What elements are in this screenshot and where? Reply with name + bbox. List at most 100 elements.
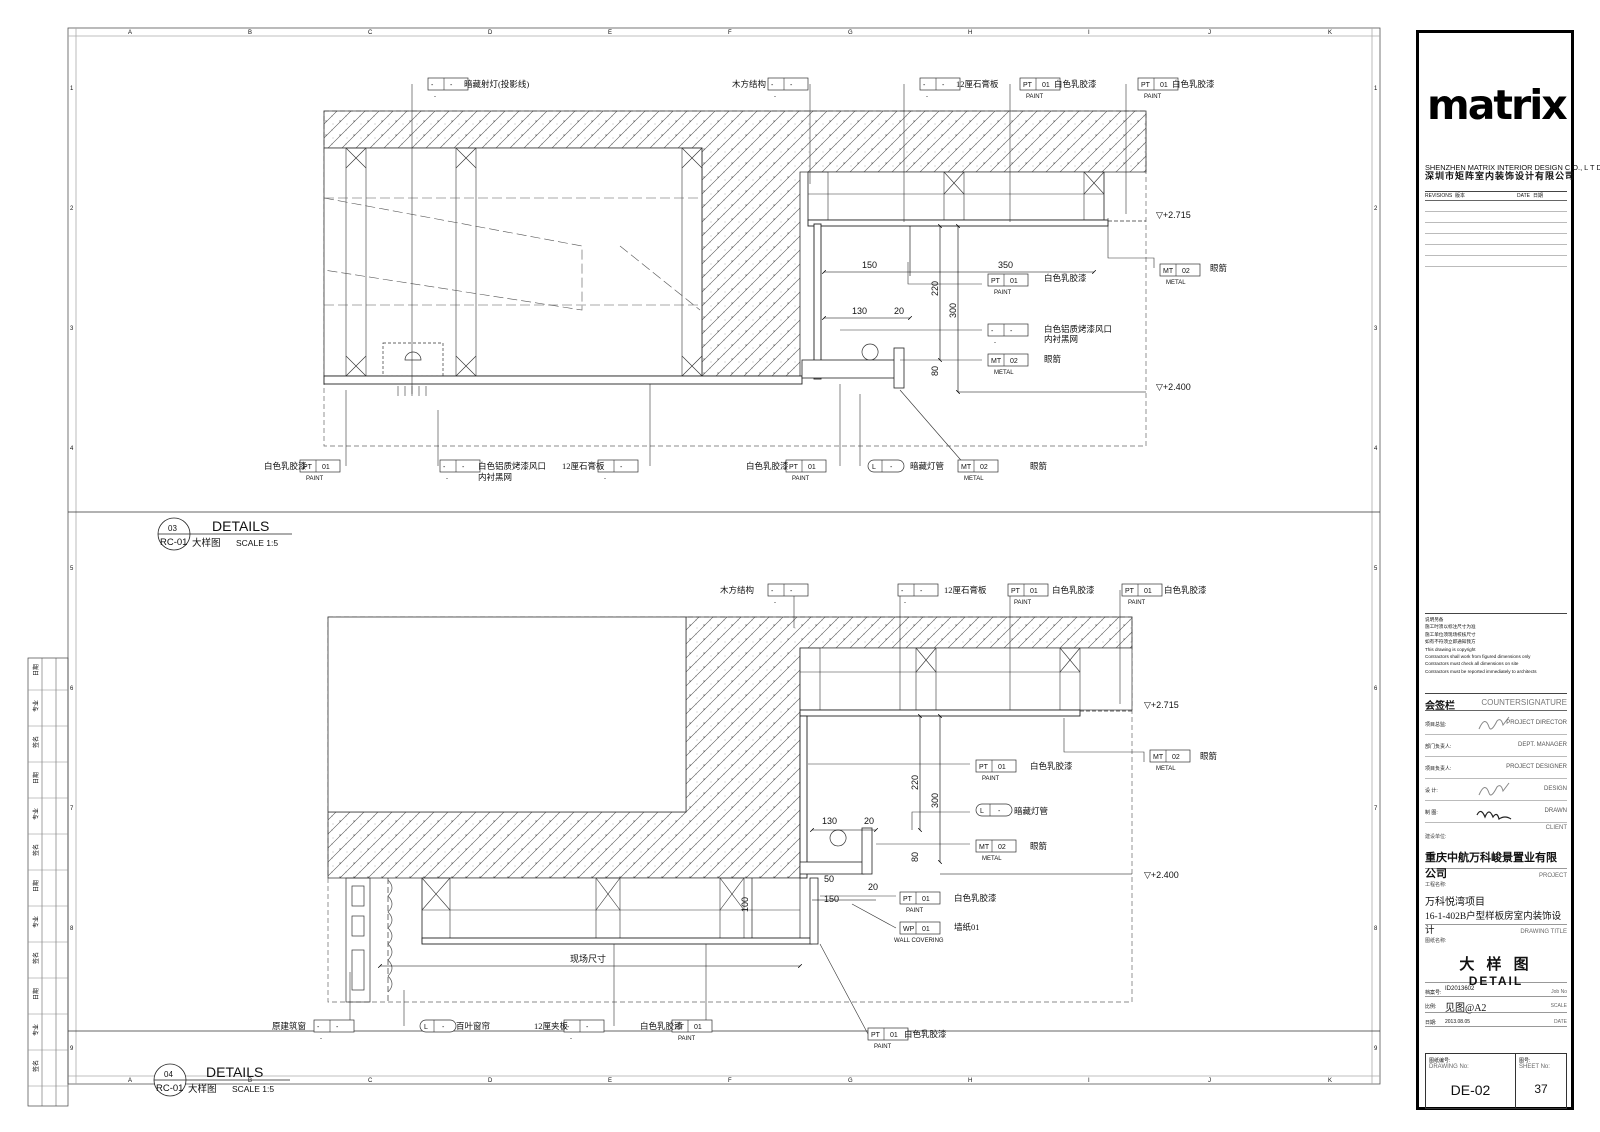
grid-column-label: G: [848, 1078, 853, 1084]
tag-code: -: [443, 464, 446, 471]
stamp-label: 专业: [32, 700, 40, 712]
label-top-r3b: 内衬黑网: [1044, 334, 1078, 344]
grid-row-label: 4: [1374, 446, 1378, 452]
grid-row-label: 2: [1374, 206, 1378, 212]
tag-code: MT: [1163, 268, 1174, 275]
tag-code: L: [424, 1024, 428, 1031]
label-bot-r1: 眼箭: [1200, 751, 1218, 761]
tag-num: -: [890, 464, 893, 471]
material-tag: ---: [313, 1019, 355, 1042]
date-row: 日期: 2013.08.05 DATE: [1425, 1015, 1567, 1027]
grid-column-label: J: [1208, 1078, 1211, 1084]
label-bot-r6: 墙纸01: [954, 922, 980, 932]
tag-en: PAINT: [874, 1044, 892, 1050]
level-upper: ▽+2.715: [1144, 700, 1179, 710]
sheet-no-cn: 图号:: [1519, 1058, 1531, 1064]
grid-column-label: B: [248, 30, 252, 36]
note: Contractors must check all dimensions on…: [1425, 661, 1519, 667]
label-bot-r4: 眼箭: [1030, 841, 1048, 851]
tag-num: 01: [998, 764, 1006, 771]
tag-num: 01: [1144, 588, 1152, 595]
tag-code: PT: [789, 464, 799, 471]
grid-column-label: K: [1328, 30, 1332, 36]
detail-03: 150 350 220 300 130 20 80 ▽+2.715 ▽+2.40…: [323, 110, 1191, 447]
project-label: 工程名称:: [1425, 882, 1447, 888]
sig-role-cn: 制 图:: [1425, 810, 1438, 816]
client-en: CLIENT: [1545, 825, 1567, 831]
date-row-en: DATE: [1554, 1019, 1567, 1025]
label-top-t4: 白色乳胶漆: [1054, 79, 1097, 89]
tag-en: WALL COVERING: [894, 938, 944, 944]
title-block: matrix SHENZHEN MATRIX INTERIOR DESIGN C…: [1416, 30, 1600, 1110]
tag-code: PT: [1141, 82, 1151, 89]
grid-row-label: 3: [70, 326, 74, 332]
grid-column-label: H: [968, 1078, 972, 1084]
tag-num: 02: [1172, 754, 1180, 761]
stamp-label: 日期: [32, 772, 40, 784]
date-cn: 日期: [1533, 193, 1544, 199]
drawing-no-en: DRAWING No:: [1429, 1064, 1469, 1070]
drawing-title-en: DRAWING TITLE: [1520, 929, 1567, 935]
label-top-b2a: 白色铝质烤漆风口: [478, 461, 546, 471]
tag-en: METAL: [1166, 280, 1186, 286]
label-top-r3a: 白色铝质烤漆风口: [1044, 324, 1112, 334]
detail-marker-03: 03 RC-01 DETAILS 大样图 SCALE 1:5: [157, 517, 292, 551]
label-bot-t2: 12厘石膏板: [944, 585, 987, 595]
detail-04-subtitle: 大样图: [188, 1083, 217, 1095]
sig-role-cn: 项目总监:: [1425, 722, 1447, 728]
label-top-t3: 12厘石膏板: [956, 79, 999, 89]
label-bot-b3: 12厘夹板: [534, 1021, 569, 1031]
date-label: DATE: [1517, 193, 1530, 199]
dim-350: 350: [998, 260, 1013, 270]
tag-num: 01: [1010, 278, 1018, 285]
general-notes: 说明另备 施工时须以标注尺寸为准 施工单位须现场校核尺寸 如有不符须立即通知我方…: [1425, 613, 1567, 675]
tag-en: -: [926, 94, 928, 100]
grid-column-label: E: [608, 1078, 612, 1084]
sig-role-cn: 项目负责人:: [1425, 766, 1452, 772]
tag-code: MT: [961, 464, 972, 471]
tag-en: PAINT: [994, 290, 1012, 296]
tag-code: PT: [675, 1024, 685, 1031]
tag-code: L: [872, 464, 876, 471]
tag-num: 01: [694, 1024, 702, 1031]
tag-num: -: [586, 1024, 589, 1031]
grid-row-label: 8: [70, 926, 74, 932]
detail-04-title: DETAILS: [206, 1064, 263, 1080]
label-top-b4: 白色乳胶漆: [746, 461, 789, 471]
tag-code: -: [771, 82, 774, 89]
detail-marker-04: 04 RC-01 DETAILS 大样图 SCALE 1:5: [153, 1063, 290, 1097]
grid-row-label: 8: [1374, 926, 1378, 932]
tag-en: METAL: [1156, 766, 1176, 772]
window-frame: [345, 877, 393, 1003]
detail-03-scale: SCALE 1:5: [236, 538, 278, 548]
dim-20: 20: [864, 816, 874, 826]
date-row-label: 日期:: [1425, 1020, 1437, 1026]
grid-column-label: F: [728, 1078, 732, 1084]
rev-label: REVISIONS: [1425, 193, 1453, 199]
detail-03-ref: RC-01: [160, 537, 187, 548]
grid-column-label: H: [968, 30, 972, 36]
stamp-label: 专业: [32, 808, 40, 820]
tag-num: 02: [998, 844, 1006, 851]
sheet-frame: [67, 27, 1381, 1085]
tag-code: PT: [303, 464, 313, 471]
client-label: 建设单位:: [1425, 834, 1447, 840]
project-field: 工程名称: PROJECT 万科悦湾项目 16-1-402B户型样板房室内装饰设…: [1425, 873, 1567, 936]
note: Contractors shall work from figured dime…: [1425, 654, 1531, 660]
signature-row: 设 计: DESIGN: [1425, 779, 1567, 801]
tag-en: PAINT: [678, 1036, 696, 1042]
grid-column-label: C: [368, 1078, 373, 1084]
dim-150: 150: [862, 260, 877, 270]
tag-num: -: [462, 464, 465, 471]
stamp-label: 专业: [32, 916, 40, 928]
stamp-label: 签名: [32, 736, 40, 748]
note: 如有不符须立即通知我方: [1425, 639, 1476, 645]
level-lower: ▽+2.400: [1156, 382, 1191, 392]
tag-code: L: [980, 808, 984, 815]
tag-code: PT: [903, 896, 913, 903]
label-bot-b1: 原建筑窗: [272, 1021, 306, 1031]
